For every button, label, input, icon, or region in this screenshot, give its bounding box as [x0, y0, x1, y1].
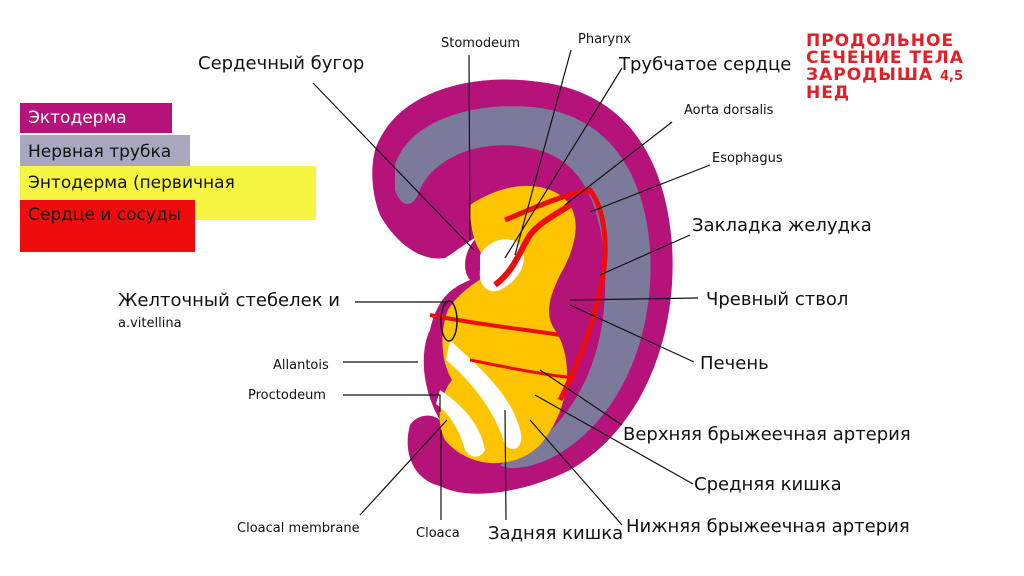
pointer-lines	[312, 49, 711, 526]
yolk-stalk-loop	[440, 300, 458, 342]
label-stomach-primordium: Закладка желудка	[692, 215, 872, 236]
label-esophagus: Esophagus	[712, 151, 783, 166]
label-proctodeum: Proctodeum	[248, 388, 326, 403]
legend-ectoderm-label: Эктодерма	[28, 108, 127, 128]
title-suffix: 4,5	[939, 69, 964, 84]
vitelline-vessel	[429, 313, 561, 337]
mesenteric-vessel	[469, 358, 576, 380]
label-hindgut: Задняя кишка	[488, 523, 624, 544]
label-aorta-dorsalis: Aorta dorsalis	[684, 103, 774, 118]
label-inferior-mesenteric: Нижняя брыжеечная артерия	[626, 516, 910, 537]
gut-lumen-2	[436, 390, 485, 457]
label-midgut: Средняя кишка	[694, 474, 842, 495]
legend-neural-tube-label: Нервная трубка	[28, 142, 172, 162]
label-cardiac-bulge: Сердечный бугор	[198, 53, 365, 74]
aorta-vessel	[504, 187, 608, 402]
label-cloaca: Cloaca	[416, 526, 460, 541]
label-allantois: Allantois	[273, 358, 329, 373]
label-liver: Печень	[700, 353, 769, 374]
pharynx-cavity	[479, 239, 524, 292]
title-tail: НЕД	[806, 83, 850, 103]
label-tubular-heart: Трубчатое сердце	[619, 54, 792, 75]
legend-endoderm-label: Энтодерма (первичная	[28, 173, 235, 193]
label-a-vitellina: a.vitellina	[118, 316, 182, 331]
endoderm-shape	[439, 185, 576, 464]
label-cloacal-membrane: Cloacal membrane	[237, 521, 360, 536]
label-pharynx: Pharynx	[578, 32, 632, 47]
slide-title: ПРОДОЛЬНОЕ СЕЧЕНИЕ ТЕЛА ЗАРОДЫША 4,5 НЕД	[806, 33, 1006, 102]
gut-lumen	[446, 340, 522, 450]
legend-heart-label: Сердце и сосуды	[28, 205, 182, 225]
neural-tube-shape	[395, 106, 651, 469]
legend-heart: Сердце и сосуды	[20, 200, 195, 252]
tubular-heart-vessel	[493, 202, 572, 288]
label-celiac-trunk: Чревный ствол	[706, 289, 849, 310]
legend-ectoderm: Эктодерма	[20, 103, 172, 133]
title-main: ПРОДОЛЬНОЕ СЕЧЕНИЕ ТЕЛА ЗАРОДЫША	[806, 31, 964, 85]
label-stomodeum: Stomodeum	[441, 36, 521, 51]
label-superior-mesenteric: Верхняя брыжеечная артерия	[623, 424, 911, 445]
label-yolk-stalk: Желточный стебелек и	[118, 290, 341, 311]
